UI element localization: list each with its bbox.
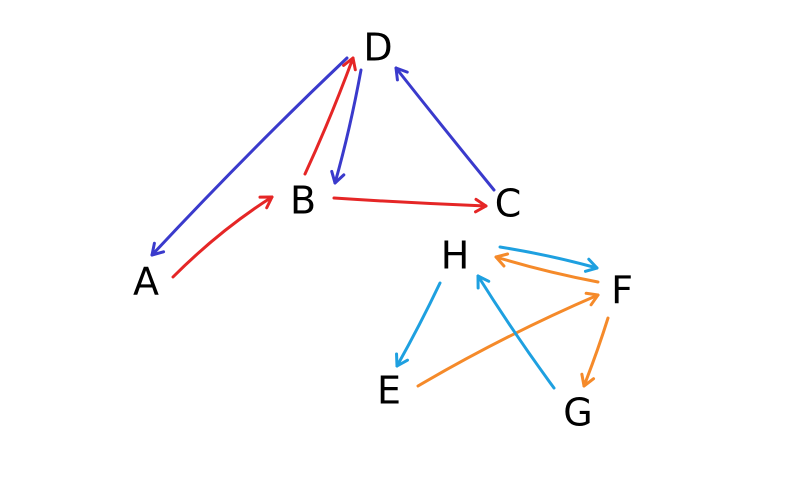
arrowhead-icon bbox=[330, 169, 346, 185]
edge-d-b bbox=[330, 68, 363, 185]
edge-line bbox=[476, 274, 556, 390]
node-f: F bbox=[611, 269, 633, 313]
arrowhead-icon bbox=[258, 195, 274, 210]
edge-g-h bbox=[476, 274, 556, 390]
node-b: B bbox=[290, 179, 316, 223]
arrowhead-icon bbox=[494, 252, 510, 268]
edge-line bbox=[171, 195, 274, 279]
node-c: C bbox=[495, 182, 522, 226]
edges-layer bbox=[150, 56, 610, 390]
arrowhead-icon bbox=[583, 257, 599, 273]
edge-line bbox=[333, 68, 363, 185]
edge-line bbox=[416, 293, 600, 388]
edge-line bbox=[332, 196, 488, 208]
arrowhead-icon bbox=[474, 197, 488, 214]
arrowhead-icon bbox=[342, 56, 357, 72]
edge-d-a bbox=[150, 56, 349, 257]
arrowhead-icon bbox=[150, 241, 166, 257]
edge-line bbox=[498, 245, 599, 270]
edge-line bbox=[494, 255, 600, 284]
edge-line bbox=[150, 56, 349, 257]
edge-a-b bbox=[171, 195, 274, 279]
edge-f-g bbox=[580, 316, 610, 388]
edge-h-e bbox=[395, 281, 442, 368]
node-a: A bbox=[133, 260, 159, 304]
arrowhead-icon bbox=[580, 372, 596, 388]
node-d: D bbox=[363, 26, 392, 70]
edge-f-h bbox=[494, 252, 600, 284]
arrowhead-icon bbox=[395, 352, 409, 368]
edge-b-c bbox=[332, 196, 488, 214]
nodes-layer: A B C D E F G H bbox=[133, 26, 633, 435]
edge-line bbox=[394, 66, 496, 192]
node-g: G bbox=[563, 391, 592, 435]
node-h: H bbox=[441, 234, 470, 278]
edge-line bbox=[303, 56, 355, 176]
arrowhead-icon bbox=[476, 274, 491, 290]
edge-c-d bbox=[394, 66, 496, 192]
arrowhead-icon bbox=[394, 66, 409, 82]
edge-line bbox=[582, 316, 610, 388]
arrowhead-icon bbox=[584, 291, 600, 307]
edge-line bbox=[395, 281, 442, 368]
edge-e-f bbox=[416, 291, 600, 388]
edge-b-d bbox=[303, 56, 357, 176]
edge-h-f bbox=[498, 245, 599, 273]
node-e: E bbox=[377, 369, 401, 413]
